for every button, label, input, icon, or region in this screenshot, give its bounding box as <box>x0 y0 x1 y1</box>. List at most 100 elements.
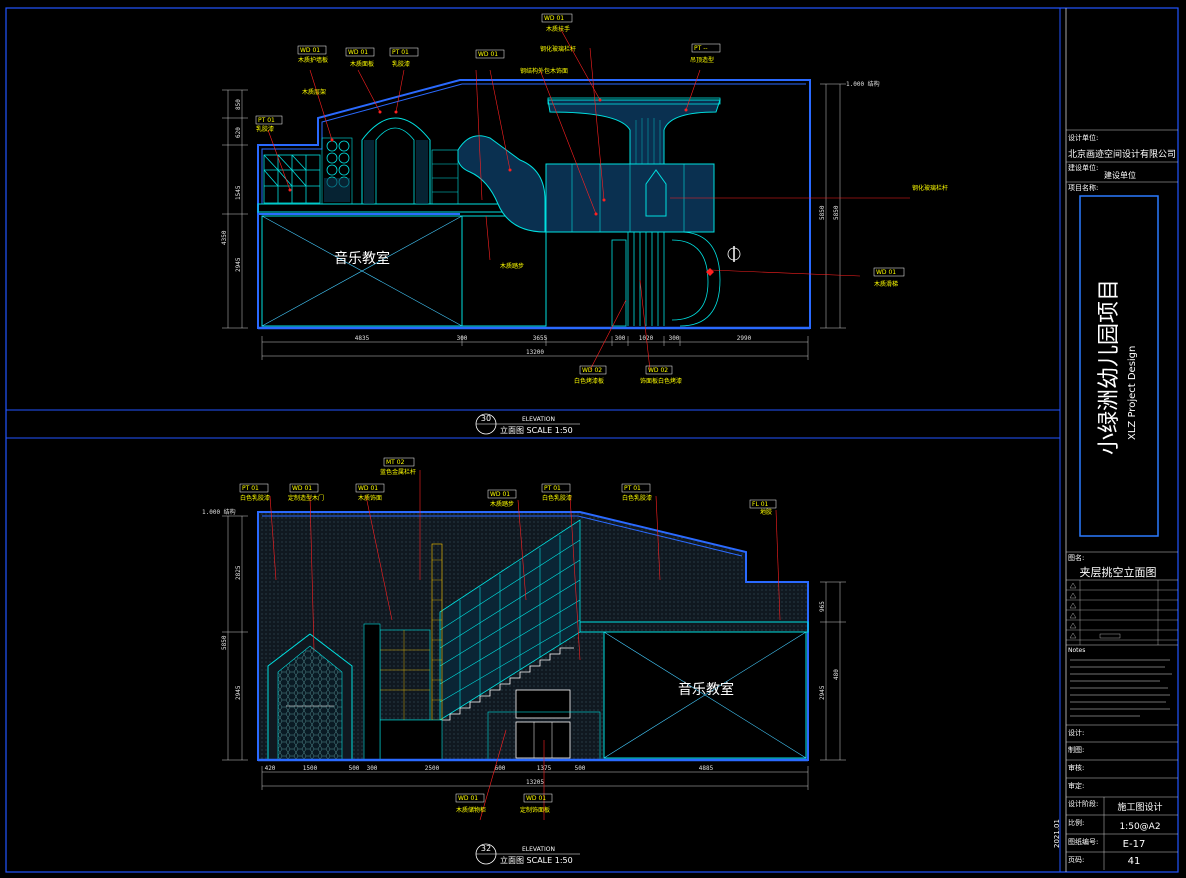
design-label: 设计: <box>1068 728 1084 737</box>
tag-text-12: 白色烤漆板 <box>574 377 604 385</box>
scale-value: 1:50@A2 <box>1119 822 1160 832</box>
builder-label: 建设单位: <box>1068 163 1098 172</box>
tag-code-3: WD 01 <box>348 49 368 56</box>
builder-name: 建设单位 <box>1104 170 1136 180</box>
dim-bl-2: 5850 <box>221 635 228 650</box>
dim-b-5: 2500 <box>425 765 440 772</box>
notes-text <box>1070 659 1172 717</box>
tag-text-1: 木质护墙板 <box>298 56 328 64</box>
tag-note-right: 钢化玻璃栏杆 <box>912 184 948 192</box>
btag-code-4: MT 02 <box>386 459 405 466</box>
dim-right-1: 5850 <box>819 205 826 220</box>
project-label: 项目名称: <box>1068 183 1098 192</box>
dim-bottom-3: 3655 <box>533 335 548 342</box>
tag-text-6: 木质扶手 <box>546 25 570 33</box>
btag-text-4: 蓝色金属栏杆 <box>380 468 416 476</box>
btag-code-1: PT 01 <box>242 485 259 492</box>
tag-text-5: 乳胶漆 <box>256 125 274 133</box>
dim-bottom-2: 300 <box>457 335 468 342</box>
dim-left-2: 620 <box>235 127 242 138</box>
elevation-top: 音乐教室 <box>221 13 948 435</box>
tag-code-13: WD 02 <box>648 367 668 374</box>
page-label: 页码: <box>1068 856 1084 864</box>
check-label: 审核: <box>1068 763 1084 772</box>
tag-code-6: WD 01 <box>544 15 564 22</box>
tag-text-7: 钢化玻璃栏杆 <box>540 45 576 53</box>
dim-b-1: 420 <box>265 765 276 772</box>
drawing-name: 夹层挑空立面图 <box>1080 565 1157 579</box>
revision-table <box>1066 580 1178 645</box>
tag-text-2: 木质层架 <box>302 88 326 96</box>
stage-value: 施工图设计 <box>1117 801 1162 813</box>
btag-code-3: WD 01 <box>358 485 378 492</box>
btag-code-6: PT 01 <box>544 485 561 492</box>
arch-door <box>361 117 431 204</box>
dim-b-6: 600 <box>495 765 506 772</box>
elevation-number: 30 <box>481 414 491 423</box>
company-name: 北京画迹空间设计有限公司 <box>1068 148 1176 160</box>
dim-left-1: 850 <box>235 99 242 110</box>
dim-bottom-6: 300 <box>669 335 680 342</box>
drawing-date: 2021.01 <box>1053 819 1061 848</box>
tag-code-5: PT 01 <box>258 117 275 124</box>
btag-text-9: 木质储物柜 <box>456 806 486 814</box>
elevation-number-bottom: 32 <box>481 844 491 853</box>
elevation-label: ELEVATION <box>522 416 555 423</box>
btag-text-2: 定制造型木门 <box>288 494 324 502</box>
tag-code-8: WD 01 <box>478 51 498 58</box>
tag-code-1: WD 01 <box>300 47 320 54</box>
btag-code-5: WD 01 <box>490 491 510 498</box>
level-marker: 1.000 结构 <box>846 80 880 88</box>
number-label: 图纸编号: <box>1068 837 1098 846</box>
tag-text-9: 吊顶造型 <box>690 56 714 64</box>
drawing-label: 图名: <box>1068 553 1084 562</box>
btag-text-5: 木质踏步 <box>490 500 514 508</box>
dim-br-1: 965 <box>819 601 826 612</box>
btag-code-10: WD 01 <box>526 795 546 802</box>
btag-code-8: FL 01 <box>752 501 769 508</box>
client-label: 设计单位: <box>1068 133 1098 142</box>
music-room-label-bottom: 音乐教室 <box>678 681 734 698</box>
project-name-en: XLZ Project Design <box>1127 346 1138 440</box>
sheet-border <box>5 7 1179 873</box>
slide <box>457 135 546 233</box>
elevation-bottom: 音乐教室 <box>202 457 846 865</box>
elevation-label-bottom: ELEVATION <box>522 846 555 853</box>
project-name: 小绿洲幼儿园项目 <box>1097 279 1122 455</box>
dim-bottom-7: 2990 <box>737 335 752 342</box>
stage-label: 设计阶段: <box>1068 799 1098 808</box>
dim-left-3: 1545 <box>235 185 242 200</box>
tag-text-3: 木质面板 <box>350 60 374 68</box>
material-tags-bottom: PT 01 白色乳胶漆 WD 01 定制造型木门 WD 01 木质饰面 MT 0… <box>239 457 777 814</box>
tag-text-4: 乳胶漆 <box>392 60 410 68</box>
btag-code-7: PT 01 <box>624 485 641 492</box>
tag-text-10: 木质踏步 <box>500 262 524 270</box>
dim-b-2: 1500 <box>303 765 318 772</box>
btag-text-10: 定制饰面板 <box>520 806 550 814</box>
tag-text-13: 饰面板白色烤漆 <box>640 377 682 385</box>
shelving-unit <box>263 154 321 204</box>
draw-label: 制图: <box>1068 745 1084 754</box>
dim-bottom-1: 4835 <box>355 335 370 342</box>
scale-label: 比例: <box>1068 818 1084 827</box>
tag-code-4: PT 01 <box>392 49 409 56</box>
dim-bottom-5: 1020 <box>639 335 654 342</box>
dim-b-9: 4885 <box>699 765 714 772</box>
dim-br-2: 480 <box>833 669 840 680</box>
dim-left-5: 2945 <box>235 257 242 272</box>
dim-bl-3: 2945 <box>235 685 242 700</box>
btag-code-9: WD 01 <box>458 795 478 802</box>
btag-text-3: 木质饰面 <box>358 494 382 502</box>
btag-text-8: 地胶 <box>760 508 772 516</box>
title-block: 设计单位: 北京画迹空间设计有限公司 建设单位: 建设单位 项目名称: 小绿洲幼… <box>1053 129 1178 870</box>
storage-cabinet <box>515 689 571 719</box>
tag-text-11: 木质滑梯 <box>874 280 898 288</box>
notes-label: Notes <box>1068 647 1085 654</box>
dim-bottom-4: 300 <box>615 335 626 342</box>
dim-b-total: 13205 <box>526 779 544 786</box>
elevation-caption-bottom: 立面图 SCALE 1:50 <box>500 855 573 865</box>
tag-code-9: PT -- <box>694 45 708 52</box>
page-value: 41 <box>1128 856 1141 867</box>
music-room-label: 音乐教室 <box>334 250 390 267</box>
